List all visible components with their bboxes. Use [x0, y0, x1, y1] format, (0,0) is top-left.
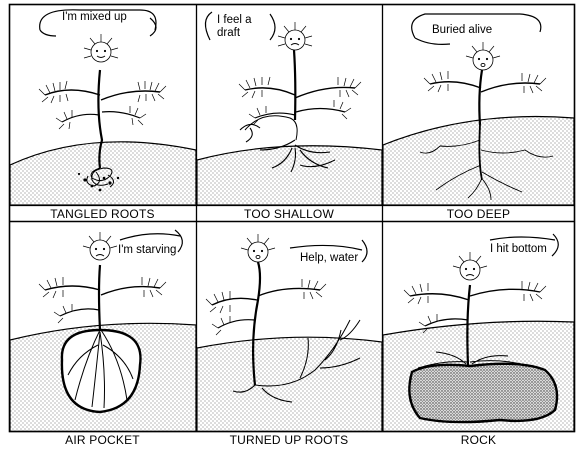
panel-tangled-roots	[10, 10, 196, 205]
panel-air-pocket	[10, 230, 196, 432]
speech-air-pocket: I'm starving	[118, 244, 176, 256]
panel-rock	[383, 234, 574, 432]
speech-tangled-roots: I'm mixed up	[62, 11, 127, 23]
label-air-pocket: AIR POCKET	[9, 433, 196, 447]
label-too-deep: TOO DEEP	[382, 207, 575, 221]
label-tangled-roots: TANGLED ROOTS	[9, 207, 196, 221]
speech-too-deep: Buried alive	[432, 24, 492, 36]
speech-too-shallow: I feel a draft	[217, 14, 252, 40]
speech-turned-up-roots: Help, water	[300, 252, 358, 264]
panel-too-shallow	[197, 12, 382, 205]
label-turned-up-roots: TURNED UP ROOTS	[196, 433, 382, 447]
panel-too-deep	[383, 14, 574, 205]
speech-rock: I hit bottom	[490, 243, 547, 255]
label-rock: ROCK	[382, 433, 575, 447]
label-too-shallow: TOO SHALLOW	[196, 207, 382, 221]
